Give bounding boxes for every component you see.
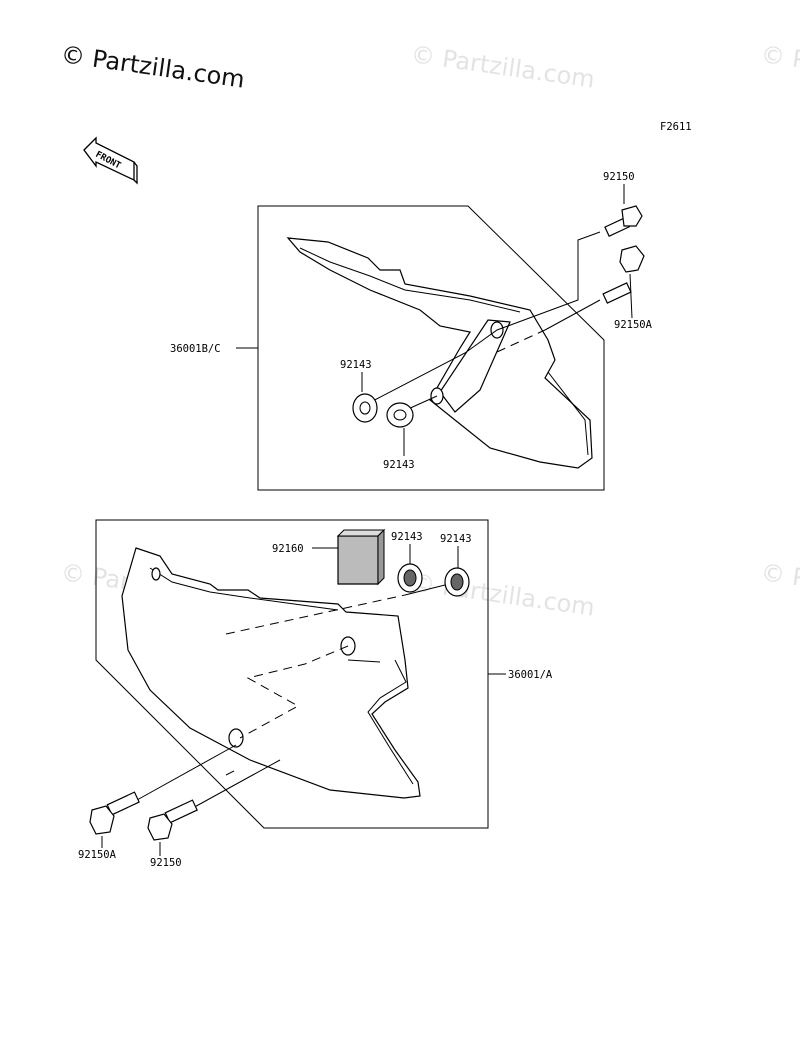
grommet-upper-2 [386,402,414,428]
callout-36001a: 36001/A [508,669,553,681]
watermark-faint: © Partzilla.com [409,568,596,622]
grommet-upper-1 [352,393,378,423]
callout-92143-upper-2: 92143 [383,459,415,471]
bolt-92150-lower [147,799,198,841]
callout-92150a-bottom: 92150A [78,849,117,861]
front-arrow-icon: FRONT [83,136,138,185]
mount-hole [228,728,244,748]
bolt-92150a-upper [602,245,645,304]
side-cover-upper [286,237,593,469]
pad-92160 [336,528,386,586]
watermark-faint: © Partzilla.com [759,558,800,612]
callout-36001bc: 36001B/C [170,343,221,355]
callout-92150-top: 92150 [603,171,635,183]
upper-assembly-frame [257,205,605,491]
bolt-92150-upper [604,205,643,237]
mount-hole [151,567,161,581]
figure-code: F2611 [660,121,692,133]
cover-bracket [439,319,511,413]
watermark-faint: © Partzilla.com [409,40,596,94]
callout-92143-lower-2: 92143 [440,533,472,545]
watermark-faint: © Partzilla.com [759,40,800,94]
side-cover-lower [121,547,421,799]
grommet-lower-2 [444,567,470,597]
watermark-main: © Partzilla.com [59,40,246,94]
lower-assembly-frame [95,519,489,829]
callout-92143-lower-1: 92143 [391,531,423,543]
grommet-lower-1 [397,563,423,593]
callout-92150a-top: 92150A [614,319,653,331]
callout-92160: 92160 [272,543,304,555]
callout-92143-upper-1: 92143 [340,359,372,371]
bolt-92150a-lower [89,791,140,835]
callout-92150-bottom: 92150 [150,857,182,869]
